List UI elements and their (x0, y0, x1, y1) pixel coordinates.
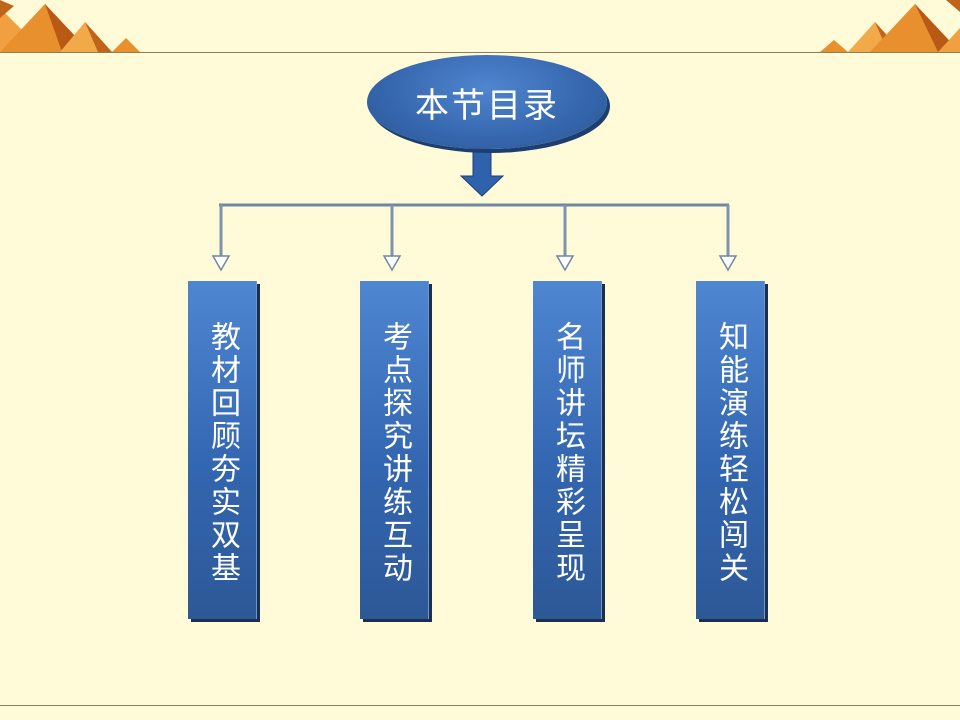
header-rule (0, 52, 960, 53)
footer-rule (0, 705, 960, 706)
topic-label-3: 名师讲坛精彩呈现 (550, 321, 585, 585)
title-text: 本节目录 (415, 85, 559, 126)
title-node: 本节目录 (367, 55, 607, 149)
topic-box-3: 名师讲坛精彩呈现 (533, 281, 602, 619)
main-down-arrow (459, 148, 505, 197)
connector-lines (211, 148, 738, 272)
corner-decoration-right (820, 0, 960, 52)
branch-arrow-3 (555, 205, 575, 272)
topic-box-1: 教材回顾夯实双基 (188, 281, 257, 619)
branch-arrow-4 (718, 205, 738, 272)
topic-label-4: 知能演练轻松闯关 (713, 321, 748, 585)
branch-arrow-2 (382, 205, 402, 272)
branch-arrow-1 (211, 205, 231, 272)
topic-label-1: 教材回顾夯实双基 (205, 321, 240, 585)
topic-box-4: 知能演练轻松闯关 (696, 281, 765, 619)
corner-decoration-left (0, 0, 140, 52)
topic-box-2: 考点探究讲练互动 (360, 281, 429, 619)
topic-label-2: 考点探究讲练互动 (377, 321, 412, 585)
